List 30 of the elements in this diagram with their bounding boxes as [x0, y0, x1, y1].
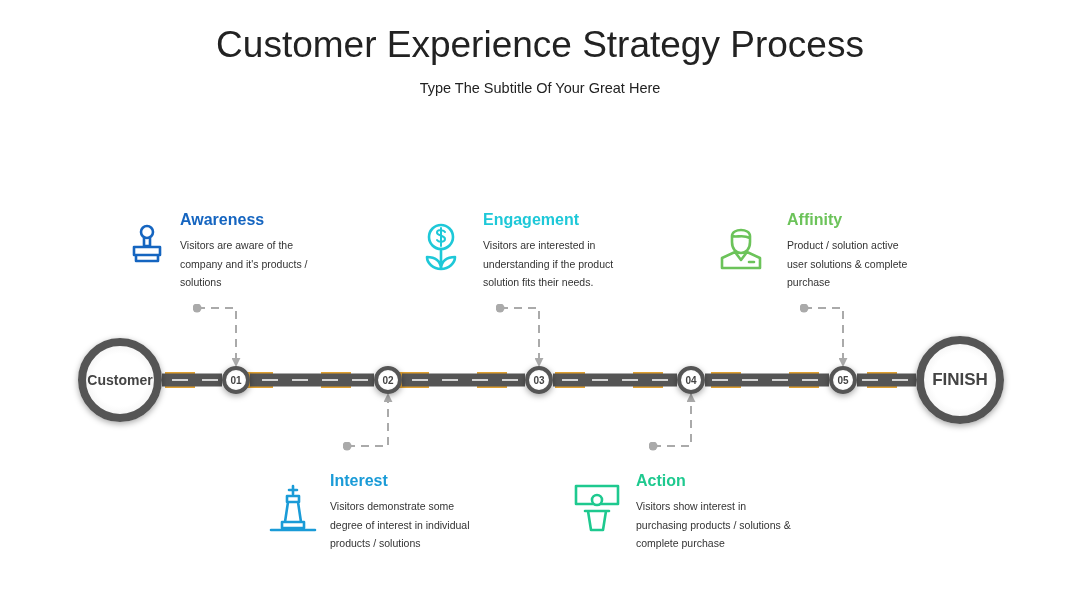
subtitle: Type The Subtitle Of Your Great Here [418, 80, 662, 96]
leader-line [799, 303, 848, 367]
leader-line [342, 393, 393, 451]
endpoint-circle: Customer [78, 338, 162, 422]
milestone-circle: 05 [829, 366, 857, 394]
leader-line [192, 303, 241, 367]
step-heading: Engagement [483, 211, 580, 229]
road [162, 373, 222, 387]
step-description: Product / solution active user solutions & complete purchase [787, 238, 909, 290]
leader-line [495, 303, 544, 367]
title: Customer Experience Strategy Process [215, 24, 865, 66]
road [705, 373, 829, 387]
milestone-circle: 04 [677, 366, 705, 394]
step-heading: Affinity [787, 211, 844, 229]
leader-line [648, 393, 696, 451]
step-description: Visitors demonstrate some degree of interest in individual products / solutions [330, 499, 471, 551]
milestone-circle: 02 [374, 366, 402, 394]
step-heading: Interest [330, 472, 389, 490]
milestone-circle: 01 [222, 366, 250, 394]
road [857, 373, 916, 387]
milestone-circle: 03 [525, 366, 553, 394]
road [553, 373, 677, 387]
step-heading: Action [636, 472, 687, 490]
road [402, 373, 525, 387]
endpoint-circle: FINISH [916, 336, 1004, 424]
road [250, 373, 374, 387]
step-description: Visitors are aware of the company and it's products / solutions [180, 238, 309, 290]
step-heading: Awareness [180, 211, 266, 229]
step-description: Visitors show interest in purchasing products / solutions & complete purchase [636, 499, 792, 551]
step-description: Visitors are interested in understanding if the product solution fits their needs. [483, 238, 615, 290]
